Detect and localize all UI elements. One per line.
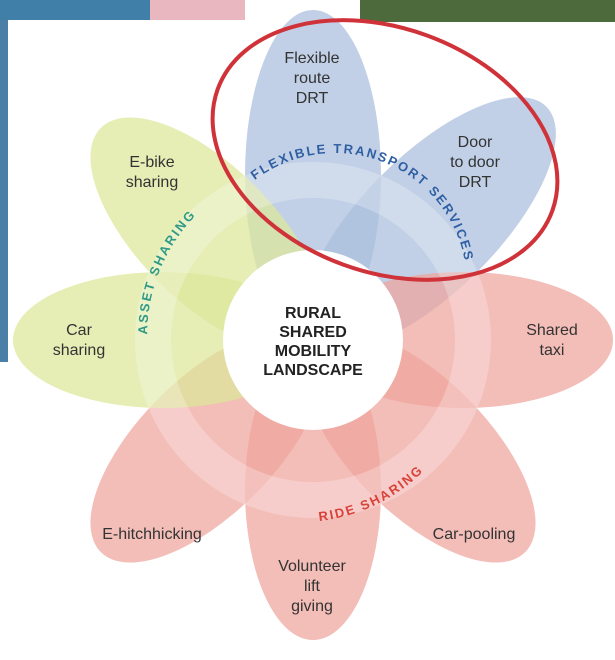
center-circle [223, 250, 403, 430]
petal-label-line: route [294, 70, 331, 87]
center-line: RURAL [285, 305, 341, 322]
petal-label-line: E-hitchhicking [102, 526, 202, 543]
petal-label-line: Car [66, 322, 92, 339]
petal-label-line: sharing [53, 342, 105, 359]
petal-label-car-pooling: Car-pooling [433, 526, 516, 543]
sharing-ring [135, 162, 491, 518]
petal-label-e-bike-sharing: E-bike sharing [126, 154, 178, 191]
highlight-ellipse [210, 18, 560, 282]
photo-edge-left [0, 20, 8, 362]
petal-label-e-hitchhicking: E-hitchhicking [102, 526, 202, 543]
petal-label-line: sharing [126, 174, 178, 191]
petal-label-line: DRT [459, 174, 492, 191]
petal-label-line: to door [450, 154, 500, 171]
petal-label-line: Flexible [284, 50, 339, 67]
center-title: RURAL SHARED MOBILITY LANDSCAPE [263, 305, 363, 379]
petal-label-line: E-bike [129, 154, 174, 171]
petal-label-shared-taxi: Shared taxi [526, 322, 578, 359]
petal-label-line: Volunteer [278, 558, 346, 575]
petal-label-line: giving [291, 598, 333, 615]
petal-label-line: Shared [526, 322, 578, 339]
petal-label-line: DRT [296, 90, 329, 107]
center-line: MOBILITY [275, 343, 352, 360]
petal-label-line: lift [304, 578, 321, 595]
petal-label-volunteer-lift-giving: Volunteer lift giving [278, 558, 346, 615]
background-photo-strip [0, 0, 615, 362]
petal-label-line: taxi [540, 342, 565, 359]
petal-label-car-sharing: Car sharing [53, 322, 105, 359]
center-line: SHARED [279, 324, 347, 341]
petal-label-line: Door [458, 134, 493, 151]
petal-label-line: Car-pooling [433, 526, 516, 543]
center-line: LANDSCAPE [263, 362, 363, 379]
